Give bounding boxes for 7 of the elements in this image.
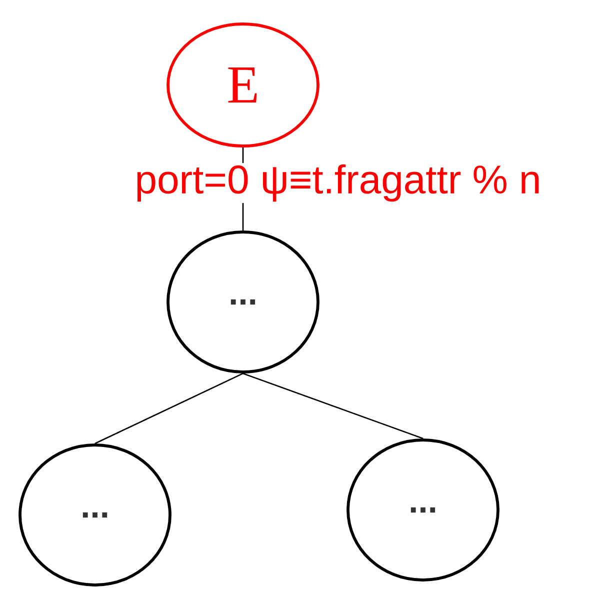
ellipse-node: ... xyxy=(18,444,172,586)
connector-line xyxy=(242,372,424,440)
connector-line xyxy=(94,372,244,444)
edge-label: port=0 ψ≡t.fragattr % n xyxy=(133,163,543,203)
ellipse-node: ... xyxy=(166,230,320,374)
ellipse-node: E xyxy=(166,22,320,148)
ellipse-node: ... xyxy=(346,438,500,582)
